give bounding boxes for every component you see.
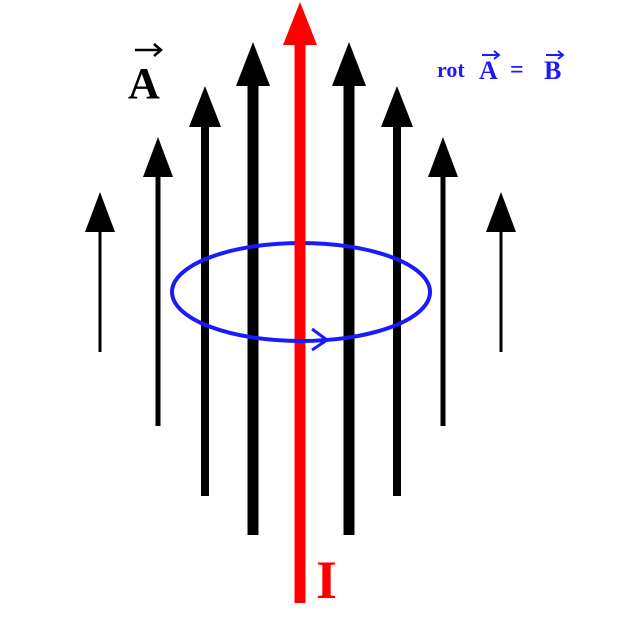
current-arrow [283, 2, 317, 603]
arrow-up-icon [85, 192, 115, 352]
arrow-up-icon [486, 192, 516, 352]
arrow-up-icon [332, 42, 366, 535]
vector-symbol-text: A [128, 59, 160, 108]
current-symbol-label: I [316, 550, 337, 610]
relation-rhs: B [544, 56, 561, 85]
chevron-right-icon [311, 327, 329, 352]
arrow-up-icon [428, 137, 458, 426]
arrow-up-icon [236, 42, 270, 535]
arrow-up-icon [143, 137, 173, 426]
loop-front-half [170, 291, 432, 343]
arrow-up-icon [381, 86, 413, 496]
vector-symbol-label: A [128, 43, 163, 108]
relation-lhs: A [479, 56, 498, 85]
arrow-up-icon [189, 86, 221, 496]
curl-relation: rot A = B [437, 50, 565, 85]
vector-potential-arrows [85, 42, 516, 535]
relation-equals: = [510, 57, 524, 83]
relation-prefix: rot [437, 57, 465, 82]
